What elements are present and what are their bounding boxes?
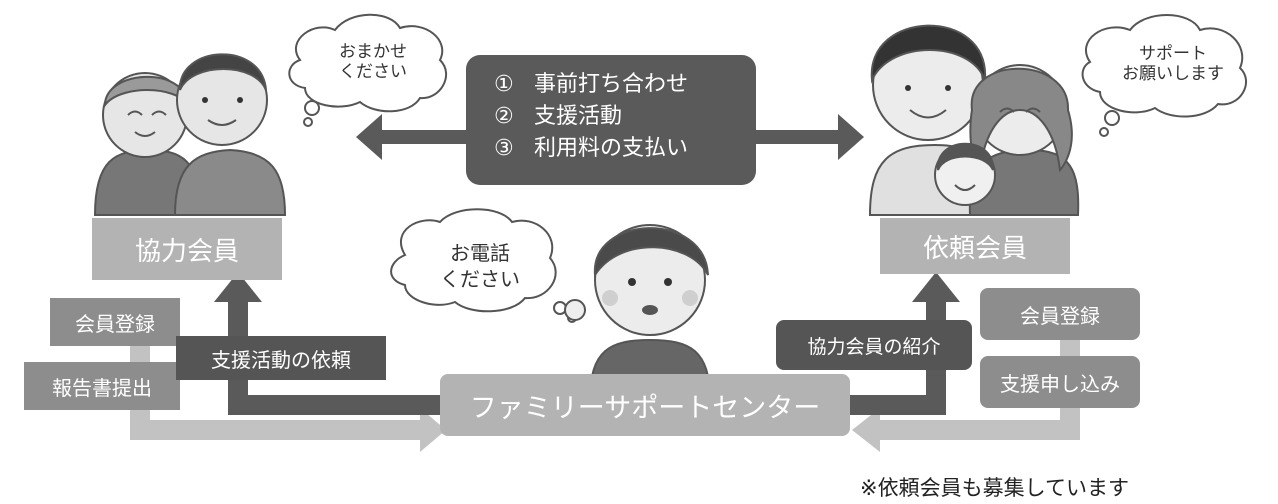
family-support-center-label: ファミリーサポートセンター	[469, 392, 821, 424]
step-2-number: ②	[494, 104, 514, 129]
family-support-center-box: ファミリーサポートセンター	[440, 374, 850, 436]
step-1-label: 事前打ち合わせ	[534, 72, 689, 97]
center-bubble-line2: ください	[440, 267, 520, 291]
introduce-member-label: 協力会員の紹介	[807, 335, 941, 358]
right-thought-bubble	[1081, 14, 1247, 137]
request-arrow	[214, 272, 446, 415]
step-3-number: ③	[494, 136, 514, 161]
request-support-label: 支援活動の依頼	[211, 347, 351, 372]
apply-support-label: 支援申し込み	[1000, 371, 1120, 396]
apply-support-box: 支援申し込み	[980, 356, 1140, 408]
left-register-label: 会員登録	[75, 311, 155, 336]
center-bubble-text: お電話 ください	[420, 240, 540, 292]
family-illustration	[868, 24, 1080, 216]
left-register-box: 会員登録	[50, 298, 180, 346]
right-bubble-line1: サポート	[1139, 44, 1207, 64]
left-bubble-text: おまかせ ください	[318, 42, 428, 82]
step-1: ① 事前打ち合わせ	[494, 69, 756, 101]
right-bubble-text: サポート お願いします	[1108, 44, 1238, 84]
step-3: ③ 利用料の支払い	[494, 133, 756, 165]
step-3-label: 利用料の支払い	[534, 136, 689, 161]
center-bubble-line1: お電話	[450, 241, 510, 265]
report-box: 報告書提出	[24, 362, 180, 410]
cooperating-member-label: 協力会員	[134, 236, 239, 267]
right-register-box: 会員登録	[980, 288, 1140, 340]
step-1-number: ①	[494, 72, 514, 97]
cooperating-member-box: 協力会員	[92, 218, 282, 280]
request-support-label-box: 支援活動の依頼	[176, 336, 386, 380]
elderly-couple-illustration	[93, 53, 287, 216]
left-bubble-line1: おまかせ	[339, 42, 407, 62]
step-2: ② 支援活動	[494, 101, 756, 133]
right-bubble-line2: お願いします	[1122, 64, 1224, 84]
step-2-label: 支援活動	[534, 104, 623, 129]
recruitment-note: ※依頼会員も募集しています	[860, 476, 1129, 500]
report-label: 報告書提出	[52, 375, 152, 400]
left-thought-bubble	[288, 13, 447, 127]
requesting-member-label: 依頼会員	[922, 233, 1027, 264]
requesting-member-box: 依頼会員	[880, 218, 1070, 274]
process-steps-panel: ① 事前打ち合わせ ② 支援活動 ③ 利用料の支払い	[466, 55, 756, 185]
right-register-label: 会員登録	[1020, 303, 1100, 328]
left-bubble-line2: ください	[339, 62, 407, 82]
introduce-member-label-box: 協力会員の紹介	[776, 320, 972, 370]
